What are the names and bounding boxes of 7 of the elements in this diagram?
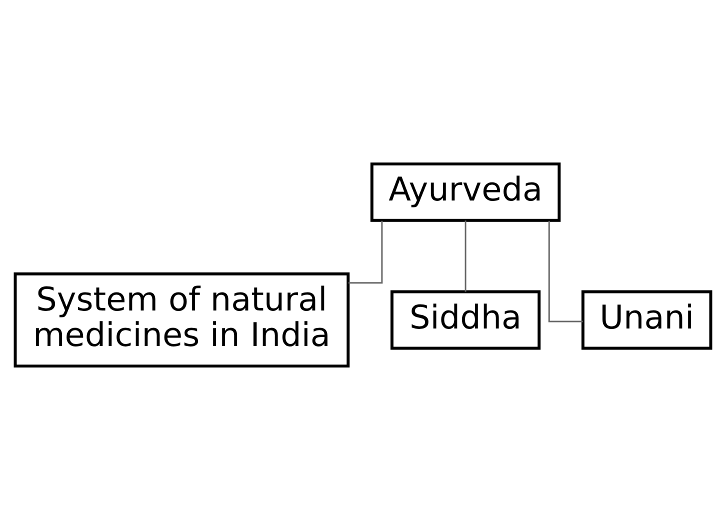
node-box: Siddha <box>390 290 541 350</box>
connector <box>464 220 466 292</box>
connector <box>548 220 583 322</box>
node-box: Unani <box>581 290 712 350</box>
node-box: System of natural medicines in India <box>14 272 350 368</box>
node-box: Ayurveda <box>370 162 561 222</box>
connector <box>348 220 383 284</box>
